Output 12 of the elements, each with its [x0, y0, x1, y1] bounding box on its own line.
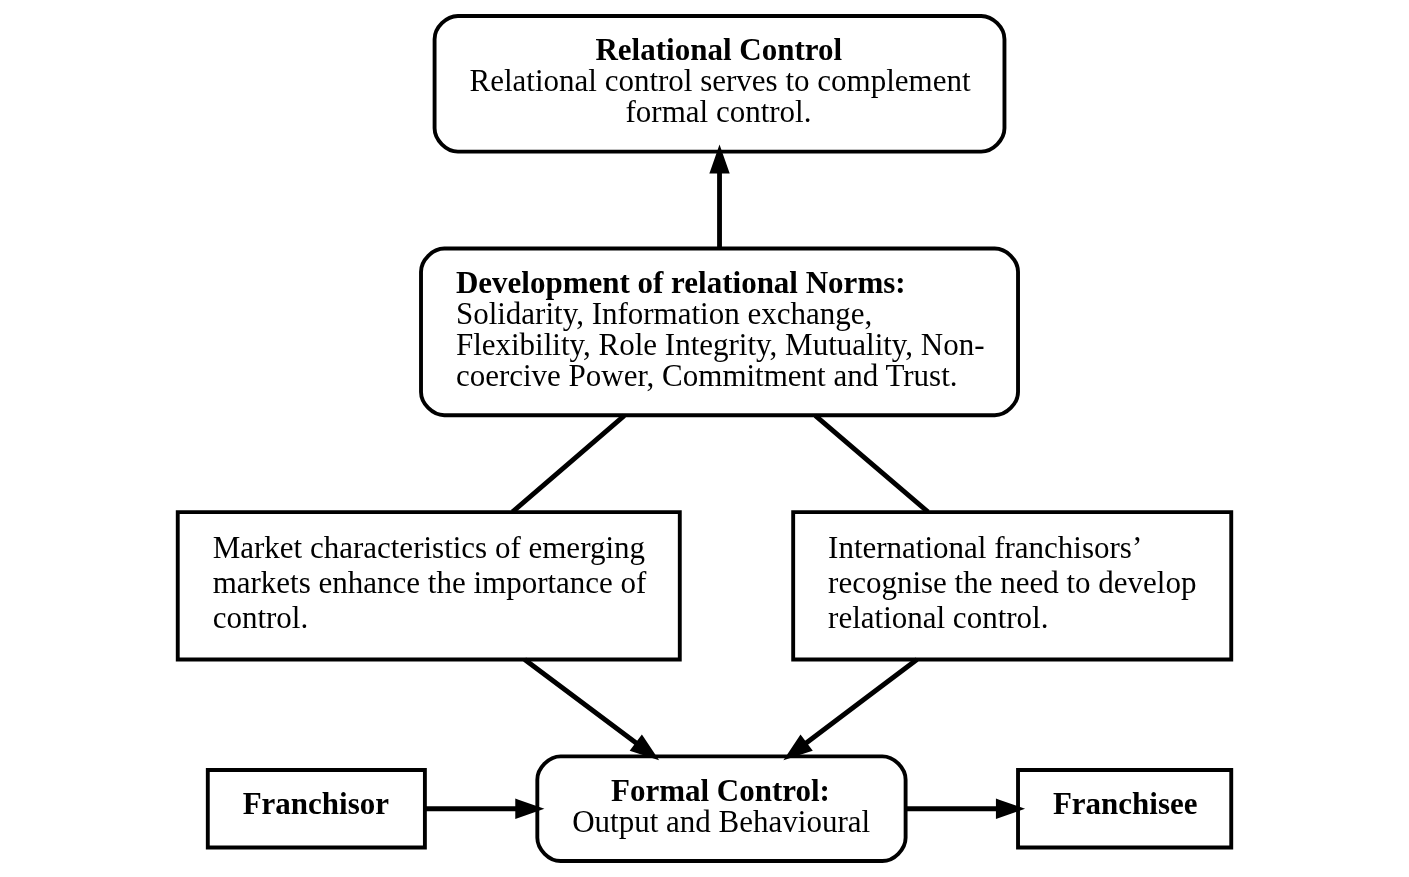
arrow — [709, 144, 730, 249]
arrow — [425, 798, 545, 819]
node-box: Development of relational Norms: Solidarity, Information exchange, Flexibility, Role Integrity, Mutuality, Non-coercive Power, Commitment and Trust. — [419, 246, 1020, 418]
node-box: Relational Control Relational control serves to complement formal control. — [432, 14, 1007, 154]
arrow — [523, 657, 660, 761]
arrow — [783, 657, 919, 761]
node-box: Market characteristics of emerging markets enhance the importance of control. — [175, 510, 682, 662]
node-box: Formal Control: Output and Behavioural — [535, 754, 908, 863]
arrow — [905, 798, 1026, 819]
node-box: International franchisors’ recognise the need to develop relational control. — [791, 510, 1234, 662]
node-box: Franchisor — [205, 768, 427, 850]
node-box: Franchisee — [1016, 768, 1234, 850]
